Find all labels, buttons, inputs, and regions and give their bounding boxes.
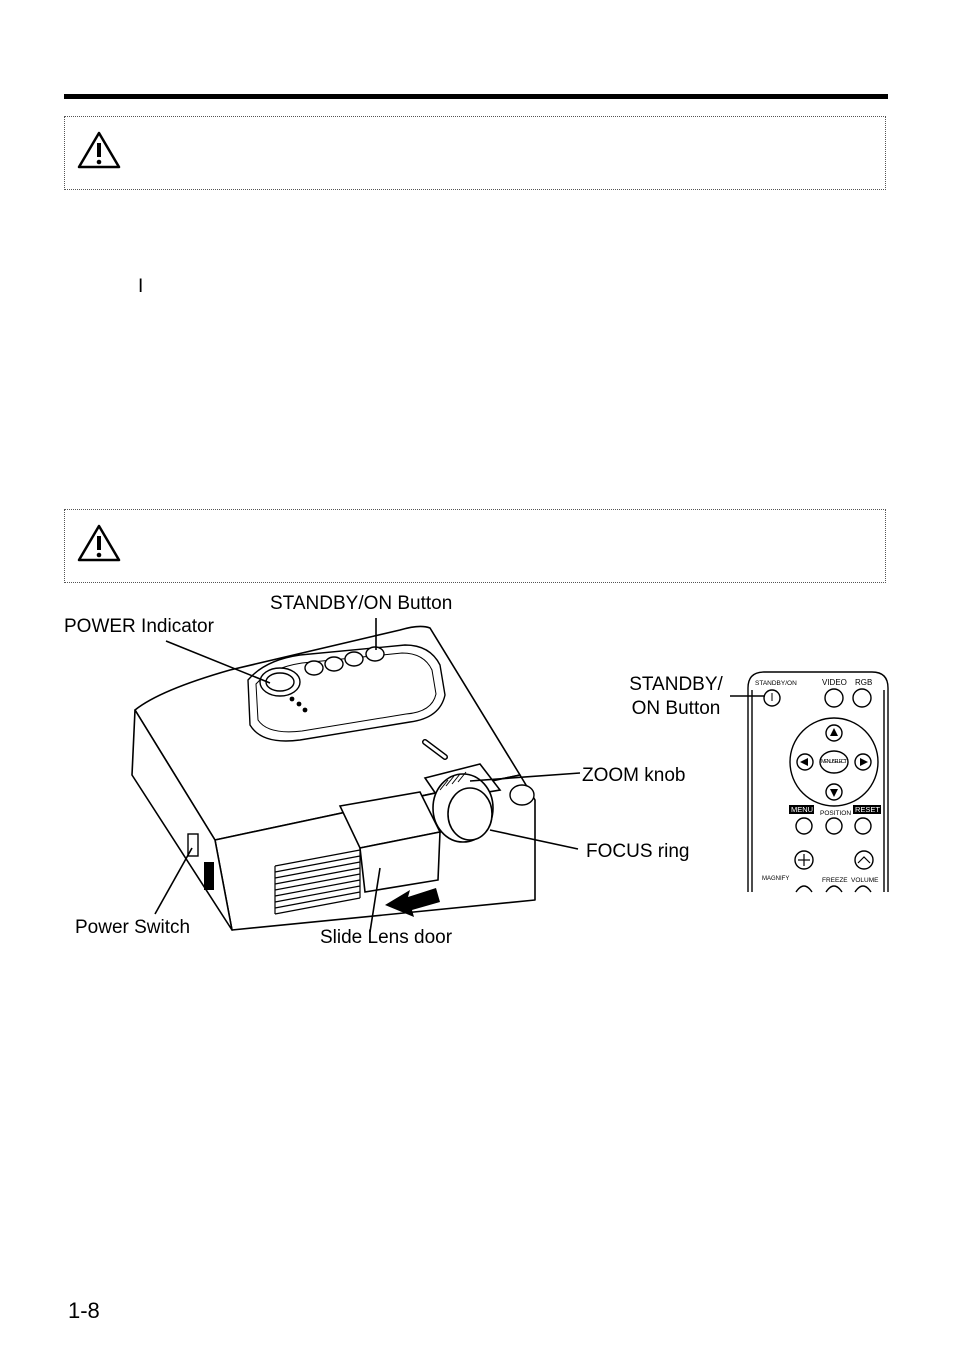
- top-rule: [64, 94, 888, 99]
- stray-mark: I: [138, 276, 144, 297]
- label-focus-ring: FOCUS ring: [586, 841, 690, 862]
- remote-magnify-label: MAGNIFY: [762, 876, 789, 882]
- remote-video-label: VIDEO: [822, 678, 847, 687]
- label-remote-standby-on-button: STANDBY/ ON Button: [620, 673, 732, 721]
- remote-volume-label: VOLUME: [851, 877, 879, 884]
- label-slide-lens-door: Slide Lens door: [320, 927, 453, 948]
- label-standby-on-button: STANDBY/ON Button: [270, 593, 453, 614]
- remote-position-label: POSITION: [820, 810, 851, 817]
- remote-freeze-label: FREEZE: [822, 877, 848, 884]
- label-zoom-knob: ZOOM knob: [582, 765, 686, 786]
- warning-icon: [77, 524, 121, 562]
- caution-box-2: [64, 509, 886, 583]
- remote-rgb-label: RGB: [855, 678, 872, 687]
- warning-icon: [77, 131, 121, 169]
- page-number: 1-8: [68, 1298, 100, 1323]
- remote-menu-select-label: MENU/ SELECT: [821, 759, 848, 765]
- caution-box-1: [64, 116, 886, 190]
- label-remote-standby-line1: STANDBY/: [629, 674, 723, 695]
- label-power-switch: Power Switch: [75, 917, 191, 938]
- remote-reset-label: RESET: [855, 805, 880, 814]
- label-power-indicator: POWER Indicator: [64, 616, 214, 637]
- remote-menu-label: MENU: [791, 805, 813, 814]
- label-remote-standby-line2: ON Button: [631, 698, 721, 719]
- remote-standby-on-label: STANDBY/ON: [755, 680, 797, 687]
